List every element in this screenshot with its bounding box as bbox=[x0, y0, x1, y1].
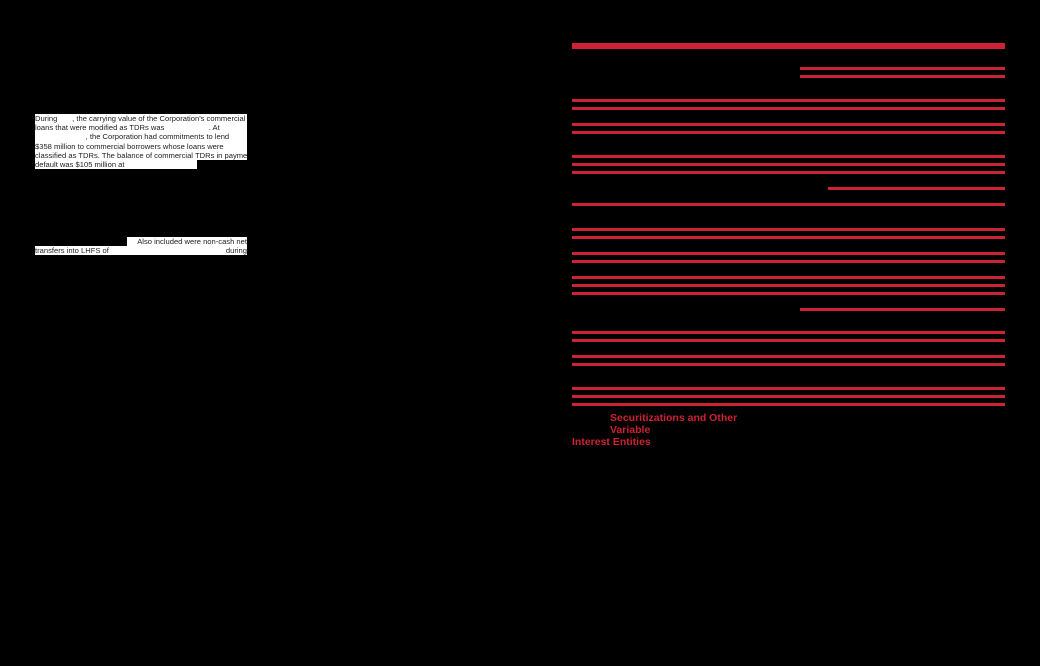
heading-line: Securitizations and Other Variable bbox=[610, 412, 738, 436]
table-rule bbox=[572, 171, 1005, 174]
heading-line: Interest Entities bbox=[572, 436, 651, 448]
text-line: During , the carrying value of the Corpo… bbox=[35, 114, 247, 124]
text-fragment: during bbox=[225, 246, 247, 256]
table-rule bbox=[828, 187, 1005, 190]
text-line: classified as TDRs. The balance of comme… bbox=[35, 150, 247, 160]
section-heading: Securitizations and Other Variable Inter… bbox=[572, 412, 772, 448]
table-rule bbox=[572, 276, 1005, 279]
text-line: default was $105 million at bbox=[35, 159, 197, 170]
table-rule bbox=[800, 67, 1005, 70]
table-rule bbox=[572, 163, 1005, 166]
tdr-paragraph: During , the carrying value of the Corpo… bbox=[35, 114, 247, 170]
table-rule bbox=[572, 331, 1005, 334]
table-rule bbox=[572, 252, 1005, 255]
table-rule bbox=[572, 355, 1005, 358]
table-rule bbox=[572, 403, 1005, 406]
table-rule bbox=[572, 131, 1005, 134]
table-rule bbox=[572, 363, 1005, 366]
table-rule bbox=[572, 236, 1005, 239]
table-rule bbox=[572, 228, 1005, 231]
text-line: Also included were non-cash net bbox=[127, 237, 247, 247]
table-rule bbox=[572, 203, 1005, 206]
table-rule bbox=[572, 107, 1005, 110]
text-line: $358 million to commercial borrowers who… bbox=[35, 141, 247, 151]
text-line: transfers into LHFS of during bbox=[35, 246, 247, 256]
table-rule bbox=[572, 395, 1005, 398]
table-rule bbox=[800, 308, 1005, 311]
table-rule bbox=[572, 99, 1005, 102]
table-rule bbox=[572, 387, 1005, 390]
text-line: loans that were modified as TDRs was . A… bbox=[35, 123, 247, 133]
table-rule bbox=[572, 123, 1005, 126]
table-header-bar bbox=[572, 43, 1005, 49]
table-rule bbox=[572, 292, 1005, 295]
table-rule bbox=[572, 339, 1005, 342]
table-rule bbox=[572, 284, 1005, 287]
table-rule bbox=[572, 155, 1005, 158]
text-fragment: transfers into LHFS of bbox=[35, 246, 109, 256]
text-line: , the Corporation had commitments to len… bbox=[35, 132, 247, 142]
table-rule bbox=[800, 75, 1005, 78]
lhfs-paragraph: Also included were non-cash net transfer… bbox=[35, 237, 247, 256]
table-rule bbox=[572, 260, 1005, 263]
